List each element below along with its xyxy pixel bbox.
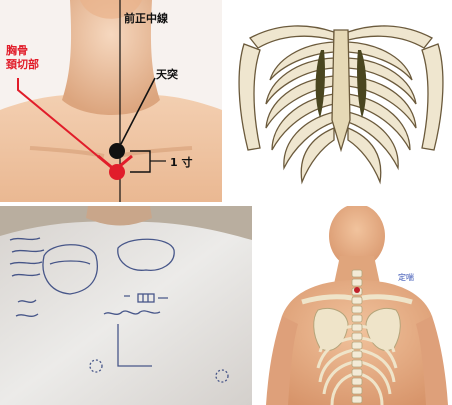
tiantu-label: 天突 [156,66,178,82]
distance-label: 1 寸 [170,154,192,170]
back-render-panel: 定喘 [262,206,452,405]
ribcage-illustration [230,0,452,202]
sternal-notch-label-line1: 胸骨 [6,44,39,58]
neck-photo-illustration [0,0,222,202]
midline-label: 前正中線 [124,10,168,26]
sternal-notch-label-line2: 頚切部 [6,58,39,72]
tiantu-point [109,143,125,159]
back-photo-panel [0,206,252,405]
back-photo-illustration [0,206,252,405]
back-render-illustration [262,206,452,405]
neck-photo-panel: 前正中線 胸骨 頚切部 天突 1 寸 [0,0,222,202]
ribcage-drawing-panel [230,0,452,202]
sternal-notch-label: 胸骨 頚切部 [6,44,39,72]
dingchuan-point [354,287,360,293]
lower-point [109,164,125,180]
dingchuan-label: 定喘 [398,272,414,283]
